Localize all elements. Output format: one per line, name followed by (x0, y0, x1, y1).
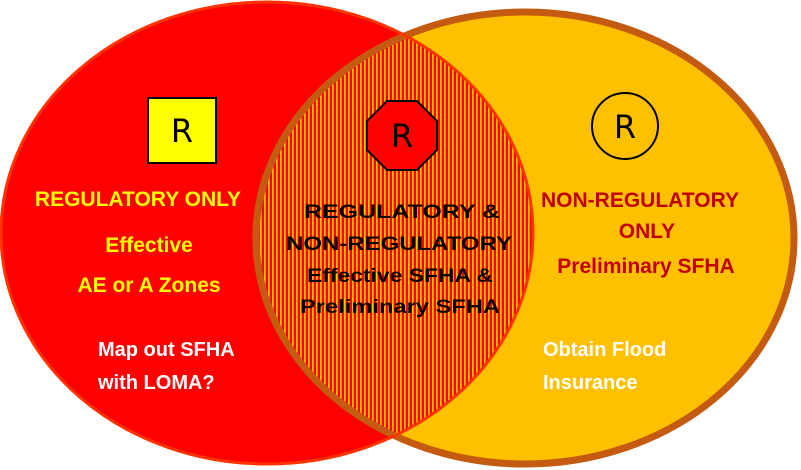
non-regulatory-only-action-line1: Obtain Flood (543, 339, 666, 361)
square-badge (147, 97, 217, 164)
regulatory-only-action-line2: with LOMA? (97, 372, 215, 394)
square-badge-letter: R (171, 112, 193, 150)
overlap-line2: NON-REGULATORY (286, 234, 512, 255)
overlap-line3: Effective SFHA & (307, 266, 493, 287)
octagon-badge-letter: R (391, 117, 413, 155)
circle-badge (591, 92, 659, 160)
regulatory-only-line1: Effective (105, 234, 193, 257)
octagon-badge (366, 100, 438, 171)
regulatory-only-title: REGULATORY ONLY (35, 188, 241, 211)
non-regulatory-only-line2: ONLY (619, 220, 675, 243)
overlap-line4: Preliminary SFHA (300, 297, 500, 318)
non-regulatory-only-line1: NON-REGULATORY (541, 189, 739, 212)
non-regulatory-only-line3: Preliminary SFHA (557, 255, 734, 278)
non-regulatory-only-action-line2: Insurance (543, 372, 637, 394)
circle-badge-letter: R (614, 108, 636, 146)
regulatory-only-line2: AE or A Zones (77, 274, 220, 297)
regulatory-only-action-line1: Map out SFHA (98, 339, 235, 361)
overlap-line1: REGULATORY & (304, 202, 500, 223)
overlap-outline (0, 0, 535, 466)
